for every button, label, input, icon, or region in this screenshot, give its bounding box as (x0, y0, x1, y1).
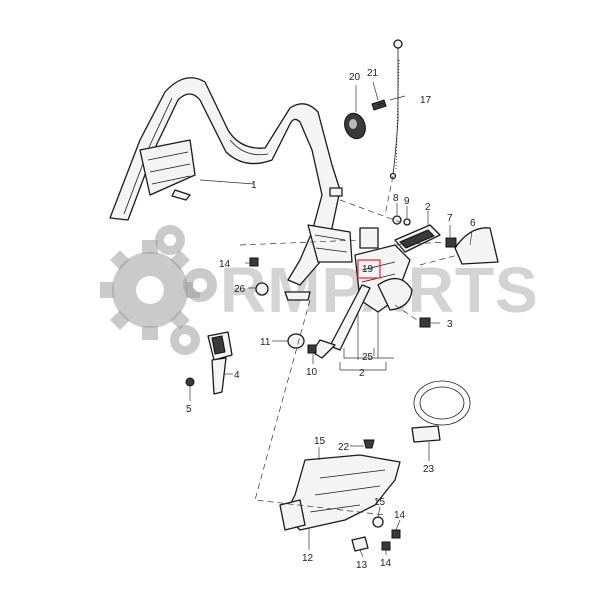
callout-20: 20 (349, 72, 361, 83)
callout-17: 17 (420, 95, 432, 106)
callout-6: 6 (470, 218, 476, 229)
highlight-box-19 (357, 259, 381, 279)
callout-4: 4 (234, 370, 240, 381)
callout-21: 21 (367, 68, 379, 79)
part-23-belt-guide (411, 380, 471, 443)
part-8-nut (392, 215, 402, 225)
part-7-bolt (445, 237, 457, 248)
watermark-gear-large (100, 240, 200, 340)
part-5-bolt (185, 377, 195, 387)
callout-2-upper: 2 (425, 202, 431, 213)
watermark-gear-right (183, 268, 217, 302)
watermark-gear-top (155, 225, 185, 255)
callout-13: 13 (356, 560, 368, 571)
part-14-screw-upper (249, 257, 259, 267)
part-1-roll-bar-frame (109, 77, 353, 301)
part-14-screw-right (391, 529, 401, 539)
callout-15-upper: 15 (314, 436, 326, 447)
callout-14-right: 14 (394, 510, 406, 521)
callout-14-upper: 14 (219, 259, 231, 270)
part-3-bolt (419, 317, 431, 328)
callout-19: 19 (362, 264, 374, 275)
part-14-screw-lower (381, 541, 391, 551)
watermark-gear-bottom (170, 325, 200, 355)
callout-2-lower: 2 (359, 368, 365, 379)
part-15-clip-lower (372, 516, 384, 528)
leader-lines (189, 81, 473, 558)
part-12-trim-panel (279, 454, 401, 531)
part-6-cover (454, 227, 499, 265)
part-20-cap-cover (344, 112, 366, 140)
callout-9: 9 (404, 196, 410, 207)
callout-14-lower: 14 (380, 558, 392, 569)
part-22-screw (363, 439, 375, 449)
assembly-lines (239, 175, 459, 516)
callout-15-lower: 15 (374, 497, 386, 508)
callout-26: 26 (234, 284, 246, 295)
callout-25: 25 (362, 352, 374, 363)
part-2-belt-retractor-bracket (354, 224, 441, 313)
callout-22: 22 (338, 442, 350, 453)
part-21-screw (371, 99, 387, 111)
watermark: RMPARTS (100, 225, 538, 355)
seat-belt-webbing (311, 284, 371, 359)
part-4-belt-buckle (207, 331, 233, 395)
callout-23: 23 (423, 464, 435, 475)
callout-10: 10 (306, 367, 318, 378)
part-26-clip (255, 282, 269, 296)
part-17-antenna-rod (389, 39, 403, 180)
callout-7: 7 (447, 213, 453, 224)
callout-11: 11 (260, 337, 271, 348)
callout-5: 5 (186, 404, 192, 415)
part-11-bushing (287, 333, 305, 349)
part-13-clip (351, 536, 369, 552)
callout-3: 3 (447, 319, 453, 330)
callout-8: 8 (393, 193, 399, 204)
part-10-screw (307, 344, 317, 354)
callout-labels: 1 2 2 3 4 5 6 7 8 9 10 11 12 13 14 14 14… (186, 68, 476, 571)
part-9-washer (403, 218, 411, 226)
callout-12: 12 (302, 553, 314, 564)
callout-1: 1 (251, 180, 257, 191)
